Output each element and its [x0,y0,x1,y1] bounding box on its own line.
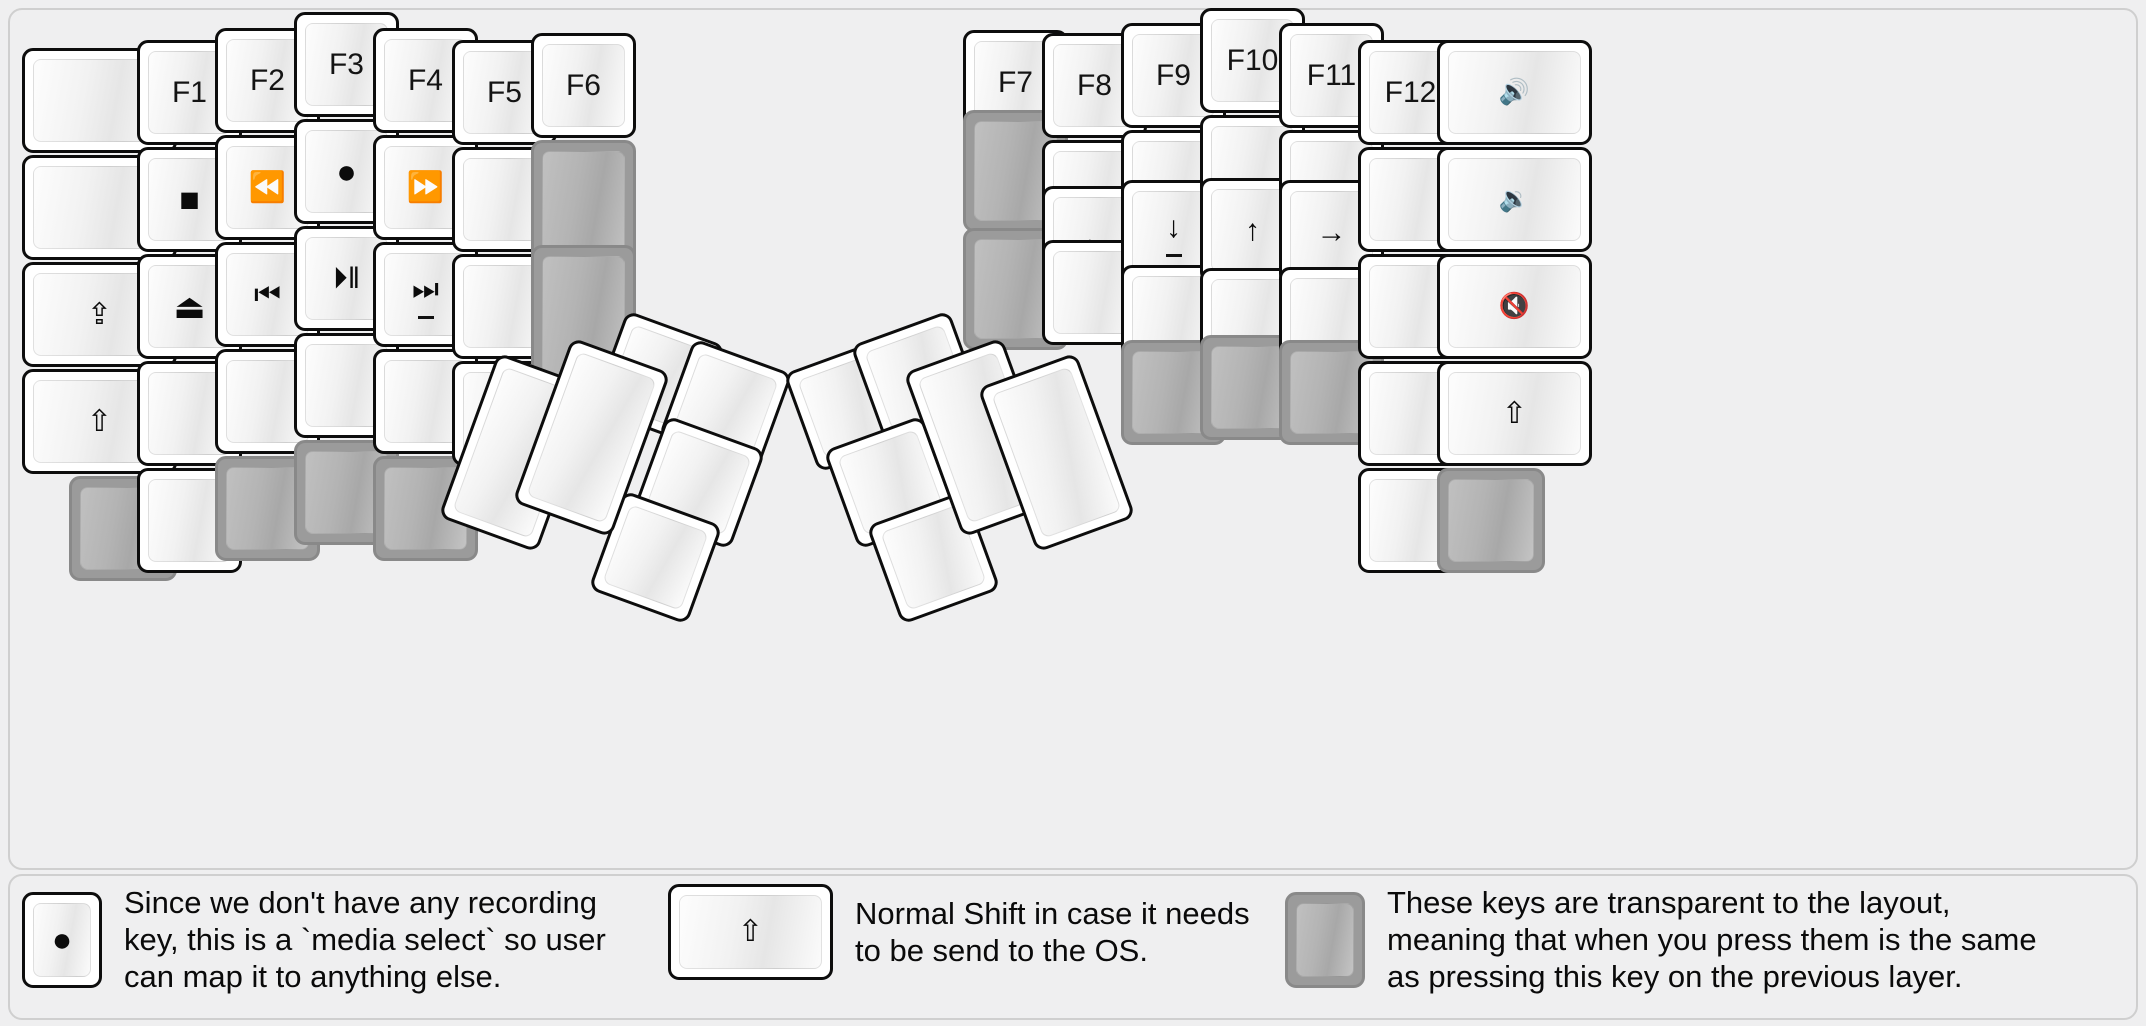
key-right-c7-r5[interactable] [1437,468,1545,573]
legend-description: These keys are transparent to the layout… [1387,885,2037,995]
key-label: F5 [486,75,522,109]
key-right-c7-r1[interactable]: 🔊 [1437,40,1592,145]
keycap-face: 🔉 [1448,158,1581,241]
key-label: F10 [1226,43,1279,77]
legend-item: ● Since we don't have any recording key, … [22,884,606,996]
key-tick-mark [1165,254,1182,257]
legend-item: These keys are transparent to the layout… [1285,884,2037,996]
key-tick-mark [417,316,434,319]
key-label: F6 [565,68,601,102]
volume-mute-icon: 🔇 [1498,292,1531,320]
key-label: F2 [249,63,285,97]
legend-panel [8,874,2138,1020]
arrow-up-icon: ↑ [1245,213,1260,247]
shift-arrow-icon: ⇧ [86,404,113,438]
shift-arrow-icon: ⇧ [737,915,764,948]
next-track-icon: ⏭ [412,272,439,306]
volume-up-icon: 🔊 [1498,78,1531,106]
keycap-face [602,504,709,611]
legend-description: Since we don't have any recording key, t… [124,885,606,995]
key-label: F8 [1076,68,1112,102]
legend-sample-key [1285,891,1365,988]
volume-down-icon: 🔉 [1498,185,1531,213]
fast-forward-icon: ⏩ [406,170,445,204]
key-label: F11 [1306,58,1357,92]
key-left-c7-r1[interactable]: F6 [531,33,636,138]
caps-lock-arrow-icon: ⇪ [86,297,113,331]
key-label: F12 [1384,75,1437,109]
legend-item: ⇧ Normal Shift in case it needs to be sen… [668,884,1250,980]
shift-arrow-icon: ⇧ [1501,396,1528,430]
key-label: F4 [407,63,443,97]
keycap-face [1448,479,1534,562]
play-pause-icon: ⏵‖ [332,261,361,295]
previous-track-icon: ⏮ [254,277,281,311]
rewind-icon: ⏪ [248,170,287,204]
key-right-c7-r3[interactable]: 🔇 [1437,254,1592,359]
legend-sample-key: ● [22,891,102,988]
keycap-face: ⇧ [1448,372,1581,455]
record-dot-icon: ● [336,152,357,191]
key-label: F3 [328,47,364,81]
record-dot-icon: ● [51,920,73,959]
keycap-face: ⇧ [679,895,822,969]
key-label: F1 [171,75,207,109]
key-right-c7-r2[interactable]: 🔉 [1437,147,1592,252]
keycap-face [1296,902,1354,977]
legend-sample-key: ⇧ [668,884,833,980]
stop-icon: ■ [179,180,200,219]
keycap-face: ● [33,902,91,977]
arrow-down-icon: ↓ [1166,210,1181,244]
keycap-face: 🔇 [1448,265,1581,348]
key-label: F7 [997,65,1033,99]
eject-icon: ⏏ [173,287,206,326]
keycap-face: F6 [542,44,625,127]
key-label: F9 [1155,58,1191,92]
keycap-face: 🔊 [1448,51,1581,134]
key-right-c7-r4[interactable]: ⇧ [1437,361,1592,466]
arrow-right-icon: → [1316,215,1347,249]
legend-description: Normal Shift in case it needs to be send… [855,895,1250,968]
